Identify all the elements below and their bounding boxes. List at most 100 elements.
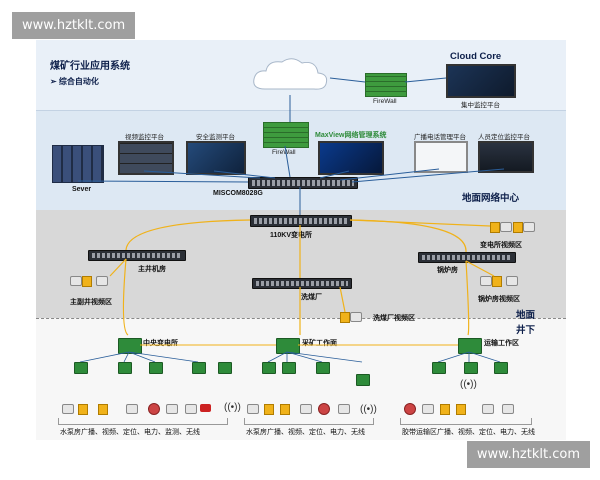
dev-camera-9 (482, 404, 494, 414)
main-camera-box-1 (82, 276, 92, 287)
transport-node (458, 338, 482, 354)
central-sub-node-1 (74, 362, 88, 374)
wash-switch (252, 278, 352, 289)
mining-sub-node-2 (282, 362, 296, 374)
central-sub-node-5 (218, 362, 232, 374)
wash-label: 洗煤厂 (301, 294, 322, 301)
substation-band (36, 210, 566, 318)
wireless-icon-1: ((•)) (224, 402, 241, 413)
main-room-switch (88, 250, 186, 261)
wireless-icon-3: ((•)) (460, 379, 477, 390)
transport-sub-node-1 (432, 362, 446, 374)
dev-meter-1 (148, 403, 160, 415)
surface-firewall-icon (263, 122, 309, 148)
miscom-switch-label: MISCOM8028G (213, 190, 263, 197)
maxview-screen (318, 141, 384, 175)
dev-camera-10 (502, 404, 514, 414)
sub-camera-1 (500, 222, 512, 232)
wash-video-label: 洗煤厂视频区 (373, 315, 415, 322)
surface-firewall-label: FireWall (272, 149, 296, 156)
ground-label: 地面 (516, 310, 536, 321)
surface-zone-label: 地面网络中心 (462, 193, 520, 204)
sub-camera-box-2 (513, 222, 523, 233)
dev-camera-4 (185, 404, 197, 414)
broadcast-platform-label: 广播电话管理平台 (414, 134, 466, 141)
boiler-video-label: 锅炉房视频区 (478, 296, 520, 303)
cloud-icon (253, 58, 328, 90)
maxview-label: MaxView网络管理系统 (315, 132, 387, 139)
server-label: Sever (72, 186, 92, 193)
central-sub-node-4 (192, 362, 206, 374)
dev-camera-2 (126, 404, 138, 414)
cloud-firewall-label: FireWall (373, 98, 397, 105)
cloud-firewall-icon (365, 73, 407, 97)
main-camera-1 (70, 276, 82, 286)
dev-phone-1 (200, 404, 211, 412)
central-label: 中央变电所 (143, 340, 178, 347)
server-rack-icon (52, 145, 104, 183)
transport-sub-node-2 (464, 362, 478, 374)
main-camera-2 (96, 276, 108, 286)
wireless-icon-2: ((•)) (360, 404, 377, 415)
underground-label: 井下 (516, 325, 536, 336)
broadcast-platform-screen (414, 141, 468, 173)
safety-platform-screen (186, 141, 246, 175)
central-sub-node-2 (118, 362, 132, 374)
mining-sub-node-1 (262, 362, 276, 374)
transport-footer: 胶带运输区广播、视频、定位、电力、无线 (402, 429, 535, 436)
substation-110kv-label: 110KV变电所 (270, 232, 313, 239)
safety-platform-label: 安全监测平台 (196, 134, 235, 141)
dev-camera-1 (62, 404, 74, 414)
sub-camera-box-1 (490, 222, 500, 233)
caption-bracket-2 (244, 418, 374, 425)
page-subtitle: ➢ 综合自动化 (50, 77, 99, 86)
watermark-bottom: www.hztklt.com (466, 441, 590, 468)
mining-footer: 水泵房广播、视频、定位、电力、无线 (246, 429, 365, 436)
video-platform-label: 视频监控平台 (125, 134, 164, 141)
dev-box-5 (440, 404, 450, 415)
dev-box-6 (456, 404, 466, 415)
dev-camera-8 (422, 404, 434, 414)
wash-camera-box (340, 312, 350, 323)
boiler-camera-1 (480, 276, 492, 286)
miscom-switch (248, 177, 358, 189)
dev-meter-2 (318, 403, 330, 415)
wash-camera (350, 312, 362, 322)
mining-sub-node-3 (316, 362, 330, 374)
transport-label: 运输工作区 (484, 340, 519, 347)
page-title: 煤矿行业应用系统 (50, 61, 130, 72)
personnel-platform-label: 人员定位监控平台 (478, 134, 530, 141)
cloud-monitor-label: 集中监控平台 (461, 102, 500, 109)
central-footer: 水泵房广播、视频、定位、电力、监测、无线 (60, 429, 200, 436)
dev-camera-5 (247, 404, 259, 414)
mining-label: 采矿工作面 (302, 340, 337, 347)
dev-box-2 (98, 404, 108, 415)
caption-bracket-1 (58, 418, 228, 425)
dev-camera-7 (338, 404, 350, 414)
dev-camera-3 (166, 404, 178, 414)
boiler-camera-box-1 (492, 276, 502, 287)
dev-box-1 (78, 404, 88, 415)
ground-divider-line (36, 318, 566, 319)
dev-box-4 (280, 404, 290, 415)
central-node (118, 338, 142, 354)
personnel-platform-screen (478, 141, 534, 173)
central-sub-node-3 (149, 362, 163, 374)
video-platform-screen (118, 141, 174, 175)
dev-camera-6 (300, 404, 312, 414)
main-video-label: 主副井视频区 (70, 299, 112, 306)
dev-meter-3 (404, 403, 416, 415)
transport-sub-node-3 (494, 362, 508, 374)
mining-sub-node-4 (356, 374, 370, 386)
substation-110kv-switch (250, 215, 352, 227)
boiler-switch (418, 252, 516, 263)
dev-box-3 (264, 404, 274, 415)
boiler-label: 锅炉房 (437, 267, 458, 274)
main-room-label: 主井机房 (138, 266, 166, 273)
watermark-top: www.hztklt.com (12, 12, 136, 39)
sub-camera-2 (523, 222, 535, 232)
